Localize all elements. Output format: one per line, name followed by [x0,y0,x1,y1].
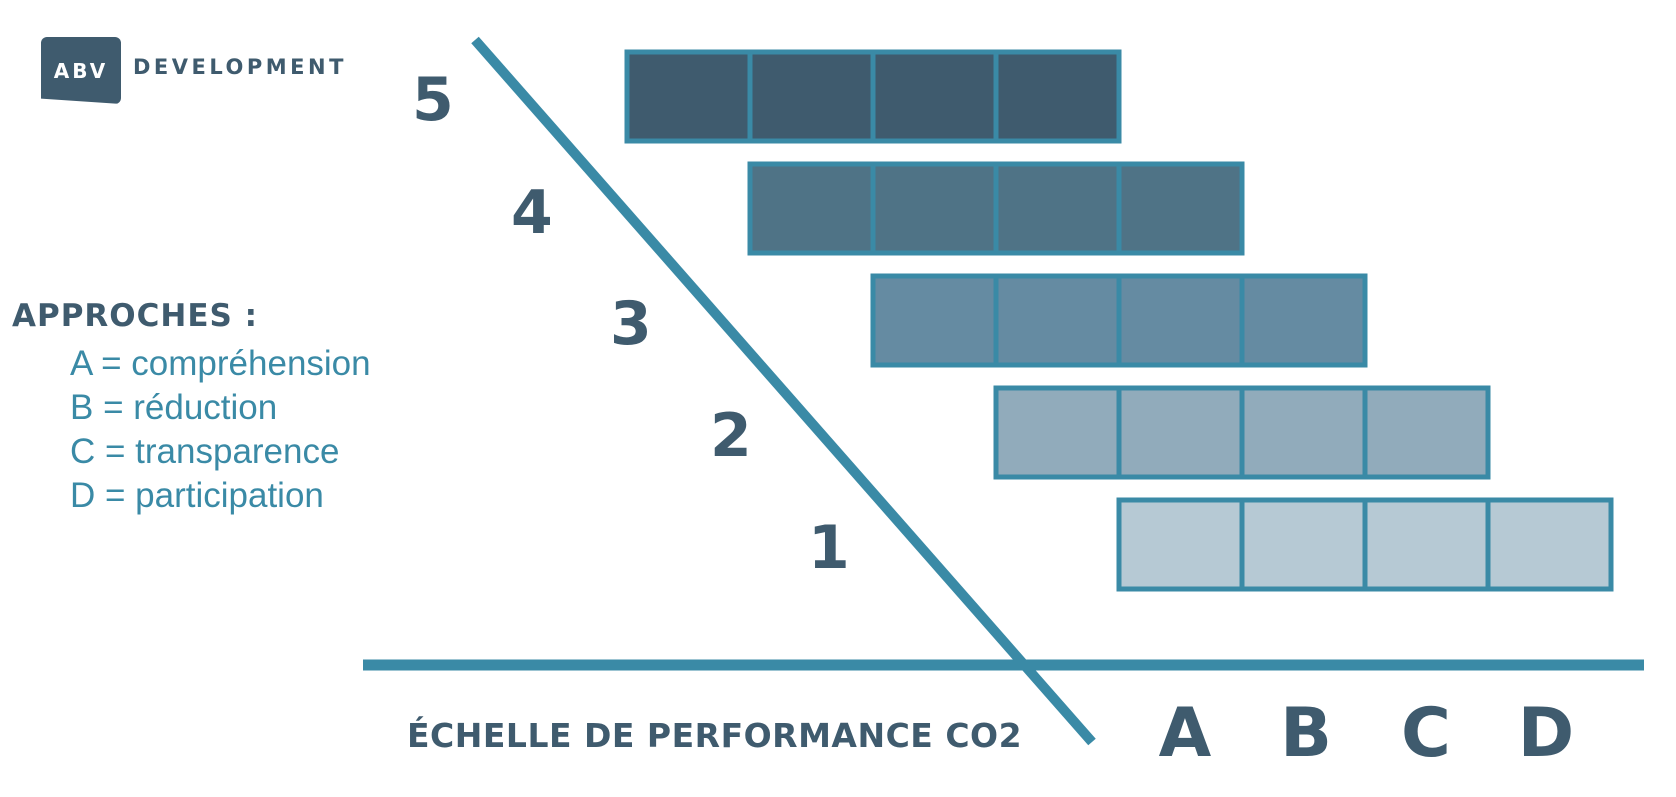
legend-title: APPROCHES : [12,298,259,334]
level-row-5 [624,49,1122,144]
level-rows [624,49,1614,592]
level-4-cell-c [993,161,1122,256]
column-label-b: B [1280,694,1332,773]
level-5-cell-b [747,49,876,144]
level-2-cell-c [1239,385,1368,480]
level-label-2: 2 [710,401,752,471]
level-2-cell-a [993,385,1122,480]
logo-name: DEVELOPMENT [133,55,347,79]
legend-item-c: C = transparence [70,432,340,471]
level-4-cell-d [1116,161,1245,256]
legend-item-b: B = réduction [70,388,278,427]
level-row-3 [870,273,1368,368]
level-5-cell-a [624,49,753,144]
level-4-cell-a [747,161,876,256]
column-label-d: D [1517,694,1575,773]
legend-item-a: A = compréhension [70,344,371,383]
level-label-3: 3 [610,289,652,359]
logo-badge-text: ABV [53,58,109,83]
level-row-2 [993,385,1491,480]
column-label-c: C [1401,694,1451,773]
diagonal-line [471,36,1096,746]
level-3-cell-c [1116,273,1245,368]
level-2-cell-b [1116,385,1245,480]
level-2-cell-d [1362,385,1491,480]
level-3-cell-a [870,273,999,368]
level-label-5: 5 [412,65,454,135]
level-5-cell-c [870,49,999,144]
level-label-1: 1 [808,513,850,583]
level-4-cell-b [870,161,999,256]
level-1-cell-d [1485,497,1614,592]
level-row-1 [1116,497,1614,592]
level-1-cell-a [1116,497,1245,592]
level-1-cell-c [1362,497,1491,592]
level-3-cell-d [1239,273,1368,368]
logo-badge: ABV [41,37,121,104]
axis-caption: ÉCHELLE DE PERFORMANCE CO2 [407,716,1023,755]
level-1-cell-b [1239,497,1368,592]
column-label-a: A [1158,694,1212,773]
level-label-4: 4 [511,178,553,248]
level-row-4 [747,161,1245,256]
level-5-cell-d [993,49,1122,144]
legend-item-d: D = participation [70,476,324,515]
level-3-cell-b [993,273,1122,368]
